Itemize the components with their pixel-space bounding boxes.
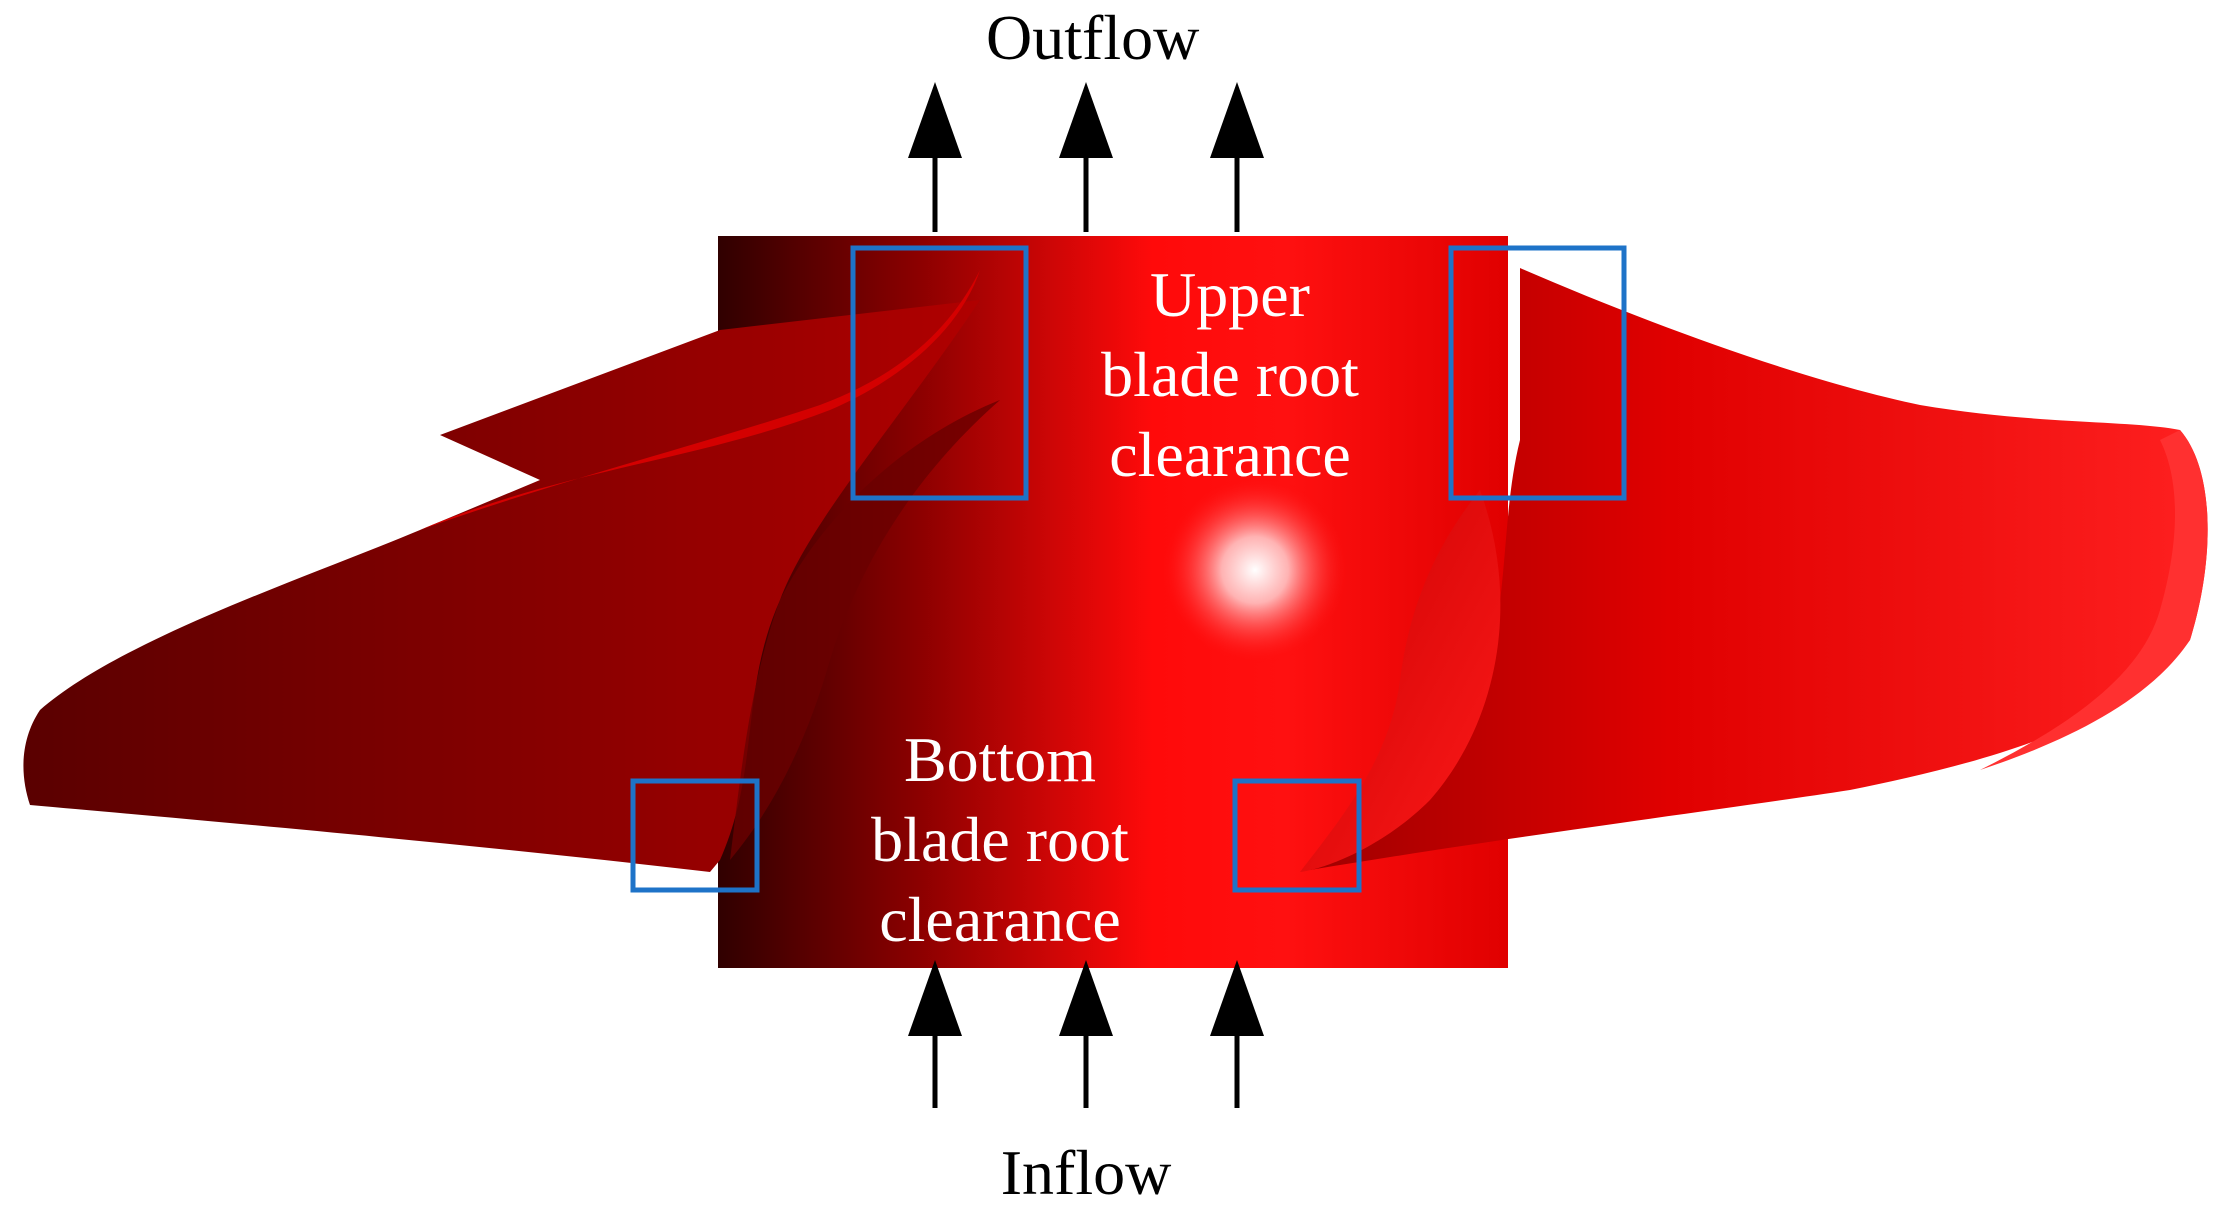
bottom-clearance-line-2: blade root (871, 804, 1129, 875)
bottom-clearance-line-3: clearance (879, 884, 1121, 955)
inflow-arrowhead-2 (1059, 960, 1113, 1036)
inflow-label: Inflow (1000, 1137, 1172, 1208)
bottom-clearance-line-1: Bottom (903, 724, 1097, 795)
specular-highlight (1160, 475, 1350, 665)
upper-clearance-label: Upper blade root clearance (1070, 255, 1390, 495)
outflow-arrowhead-2 (1059, 82, 1113, 158)
left-blade (23, 300, 980, 872)
outflow-arrows (908, 82, 1264, 232)
clearance-boxes (630, 245, 1627, 893)
outflow-arrowhead-1 (908, 82, 962, 158)
upper-clearance-line-2: blade root (1101, 339, 1359, 410)
upper-right-clearance-box (1448, 245, 1627, 501)
upper-left-clearance-box (850, 245, 1029, 501)
outflow-label: Outflow (986, 2, 1200, 73)
upper-clearance-line-1: Upper (1150, 259, 1310, 330)
bottom-right-clearance-box (1232, 778, 1362, 893)
outflow-arrowhead-3 (1210, 82, 1264, 158)
upper-clearance-line-3: clearance (1109, 419, 1351, 490)
bottom-clearance-label: Bottom blade root clearance (840, 720, 1160, 960)
right-blade (1310, 268, 2208, 870)
middle-blade-shadow (730, 400, 1000, 860)
inflow-arrows (908, 960, 1264, 1108)
inflow-arrowhead-3 (1210, 960, 1264, 1036)
inflow-arrowhead-1 (908, 960, 962, 1036)
right-blade-rim (1980, 430, 2208, 770)
middle-blade (1300, 490, 1501, 872)
bottom-left-clearance-box (630, 778, 760, 893)
